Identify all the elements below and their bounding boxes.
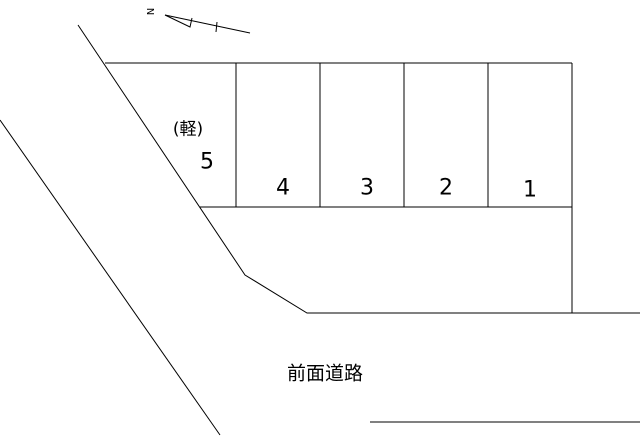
north-label: N xyxy=(144,7,156,16)
road-label: 前面道路 xyxy=(286,362,364,385)
space-5-number: 5 xyxy=(200,149,214,175)
site-boundary-left xyxy=(77,24,640,314)
space-3-number: 3 xyxy=(360,175,374,201)
space-5-note: (軽) xyxy=(172,119,204,140)
space-4-number: 4 xyxy=(276,175,290,201)
north-arrow xyxy=(164,14,251,34)
space-2-number: 2 xyxy=(439,175,453,201)
road-edge-left xyxy=(0,119,221,436)
space-1-number: 1 xyxy=(523,177,537,203)
